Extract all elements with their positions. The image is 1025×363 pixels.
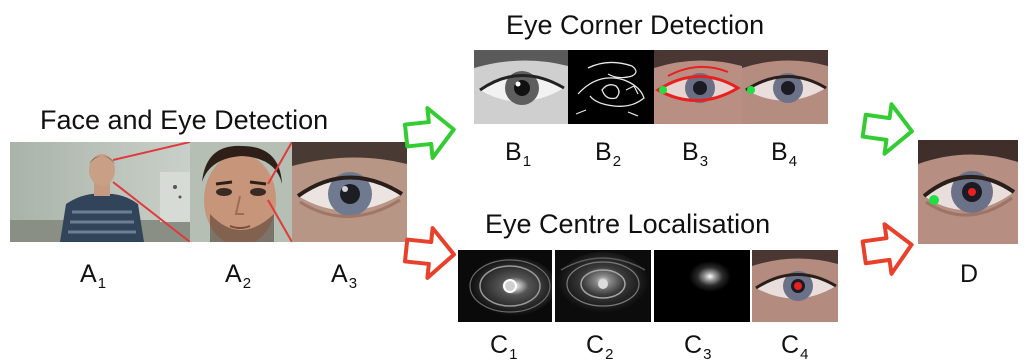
image-a3-eye [292,142,407,242]
image-c4-detected-centre [752,250,838,322]
image-d-final-result [918,140,1018,244]
image-a1-scene [10,142,190,242]
label-c1: C1 [490,331,518,363]
label-c4: C4 [781,331,809,363]
eye-corner-detection-title: Eye Corner Detection [506,10,765,40]
face-eye-detection-title: Face and Eye Detection [40,105,329,135]
label-c3: C3 [684,331,712,363]
image-b2-edge-map [568,50,654,124]
label-a3: A3 [331,260,358,292]
image-b1-grayscale-eye [474,50,568,124]
eye-centre-localisation-title: Eye Centre Localisation [485,209,771,239]
label-a1: A1 [80,260,107,292]
label-d: D [960,260,979,288]
centre-arrow-icon [402,226,456,280]
label-b1: B1 [505,138,532,170]
image-c2-weighted-map [555,250,651,322]
label-a2: A2 [225,260,252,292]
label-b2: B2 [595,138,622,170]
label-c2: C2 [586,331,614,363]
label-b4: B4 [771,138,798,170]
corner-merge-arrow-icon [860,102,914,156]
label-b3: B3 [682,138,709,170]
image-a2-face [190,142,292,242]
corner-arrow-icon [402,106,456,160]
image-c1-gradient-map [458,250,552,322]
image-b4-detected-corner [742,50,828,124]
image-c3-objective-map [654,250,750,322]
image-b3-corner-candidates [654,50,742,124]
centre-merge-arrow-icon [860,222,914,276]
